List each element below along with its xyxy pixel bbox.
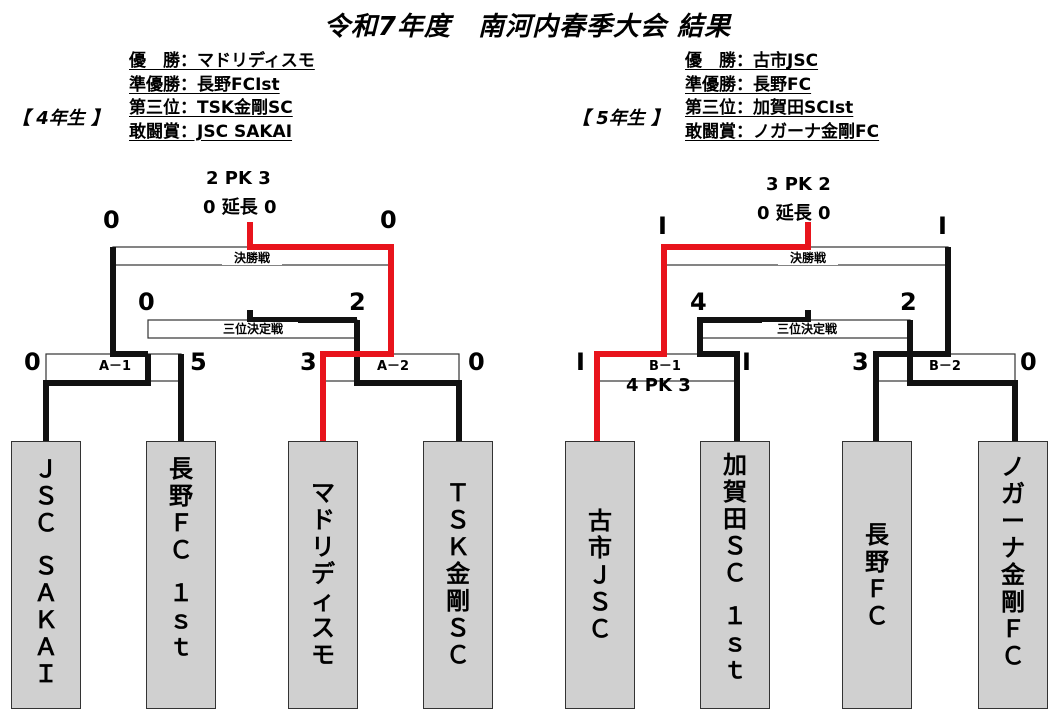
grade5-label: 【 5年生 】 <box>572 108 670 129</box>
a1-right-score: 5 <box>190 348 207 376</box>
grade5-fighting-spirit: 敢闘賞：ノガーナ金剛FC <box>685 121 880 142</box>
b2-right-score: 0 <box>1020 348 1037 376</box>
grade4-label: 【 4年生 】 <box>12 108 110 129</box>
grade5-runner-up: 準優勝：長野FC <box>685 74 812 95</box>
grade4-final-extra-time: 0 延長 0 <box>203 197 277 218</box>
match-a1-label: A－1 <box>90 360 140 374</box>
grade4-third-label: 三位決定戦 <box>208 322 298 336</box>
grade5-third-left-score: 4 <box>690 288 707 316</box>
grade5-final-extra-time: 0 延長 0 <box>757 203 831 224</box>
grade5-final-left-score: Ⅰ <box>658 212 667 240</box>
b1-right-score: Ⅰ <box>742 348 751 376</box>
grade4-final-label: 決勝戦 <box>222 251 282 265</box>
team-name: マドリディスモ <box>311 479 335 669</box>
b1-loser-path <box>697 310 811 441</box>
champion-path-5 <box>594 222 811 441</box>
match-b1-label: B－1 <box>640 360 690 374</box>
match-b2-label: B－2 <box>920 360 970 374</box>
a2-right-path <box>354 320 462 441</box>
a1-winner-path <box>110 247 148 357</box>
grade5-final-label: 決勝戦 <box>778 251 838 265</box>
grade5-final-right-score: Ⅰ <box>938 212 947 240</box>
b2-left-score: 3 <box>852 348 869 376</box>
grade4-final-left-score: 0 <box>103 206 120 234</box>
grade4-final-pk: 2 PK 3 <box>206 168 271 189</box>
a1-left-score: 0 <box>24 348 41 376</box>
third-winner-path-4 <box>247 310 357 323</box>
grade4-champion: 優 勝：マドリディスモ <box>129 51 315 71</box>
a1-left-path <box>43 354 151 441</box>
b2-left-path <box>873 320 913 441</box>
grade4-fighting-spirit: 敢闘賞：JSC SAKAI <box>129 121 293 142</box>
grade4-runner-up: 準優勝：長野FCⅠst <box>129 74 280 95</box>
grade5-results: 優 勝：古市JSC 準優勝：長野FC 第三位：加賀田SCⅠst 敢闘賞：ノガーナ… <box>685 50 879 144</box>
grade4-third-place: 第三位：TSK金剛SC <box>129 98 293 118</box>
b1-left-score: Ⅰ <box>576 348 585 376</box>
team-box-madridismo: マドリディスモ <box>288 441 358 709</box>
b2-right-path <box>907 354 1018 441</box>
a2-left-score: 3 <box>300 348 317 376</box>
a2-right-score: 0 <box>468 348 485 376</box>
match-a2-label: A－2 <box>368 360 418 374</box>
grade5-champion: 優 勝：古市JSC <box>685 51 819 71</box>
champion-path-4 <box>247 222 394 441</box>
grade4-third-right-score: 2 <box>349 288 366 316</box>
page-title: 令和7年度 南河内春季大会 結果 <box>323 12 732 42</box>
b2-winner-path <box>910 247 951 357</box>
grade5-third-label: 三位決定戦 <box>762 322 852 336</box>
grade5-third-place: 第三位：加賀田SCⅠst <box>685 98 854 118</box>
grade5-third-right-score: 2 <box>900 288 917 316</box>
grade4-results: 優 勝：マドリディスモ 準優勝：長野FCⅠst 第三位：TSK金剛SC 敢闘賞：… <box>129 50 315 144</box>
grade4-third-left-score: 0 <box>138 288 155 316</box>
grade5-final-pk: 3 PK 2 <box>766 174 831 195</box>
grade4-final-right-score: 0 <box>380 206 397 234</box>
b1-pk: 4 PK 3 <box>626 375 691 396</box>
